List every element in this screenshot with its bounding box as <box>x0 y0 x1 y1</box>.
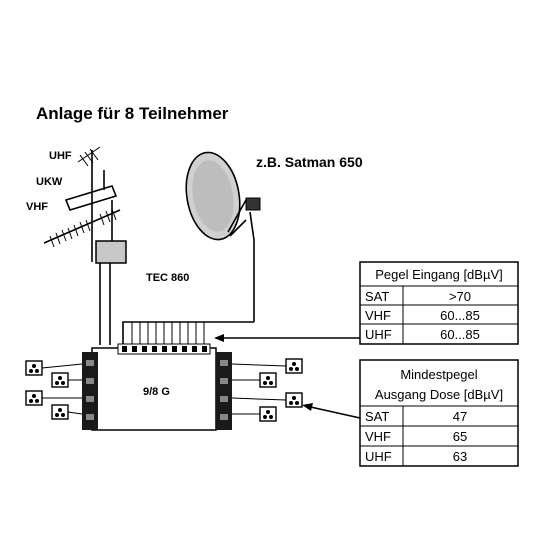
outlet-left-2 <box>51 372 82 388</box>
output-row-value: 47 <box>453 409 467 424</box>
input-level-table: Pegel Eingang [dBµV] SAT >70 VHF 60...85… <box>359 261 519 345</box>
amplifier-label: TEC 860 <box>146 272 189 284</box>
input-bus <box>122 321 360 345</box>
output-table-header-1: Mindestpegel <box>400 367 477 382</box>
outlet-left-4 <box>51 404 83 420</box>
input-row-value: 60...85 <box>440 327 480 342</box>
input-row-band: SAT <box>365 289 389 304</box>
vhf-label: VHF <box>26 201 48 213</box>
output-arrow <box>302 403 361 419</box>
outlet-left-1 <box>25 360 83 376</box>
output-table-header-2: Ausgang Dose [dBµV] <box>375 387 503 402</box>
input-row-value: 60...85 <box>440 308 480 323</box>
input-row-value: >70 <box>449 289 471 304</box>
ukw-antenna-icon <box>64 185 118 211</box>
output-row-value: 65 <box>453 429 467 444</box>
input-table-header: Pegel Eingang [dBµV] <box>375 267 502 282</box>
output-row-value: 63 <box>453 449 467 464</box>
outlet-right-4 <box>232 406 277 422</box>
antenna-mast <box>43 146 127 345</box>
uhf-label: UHF <box>49 150 72 162</box>
output-row-band: VHF <box>365 429 391 444</box>
mast-amplifier-box <box>95 240 127 264</box>
input-row-band: VHF <box>365 308 391 323</box>
output-row-band: SAT <box>365 409 389 424</box>
dish-label: z.B. Satman 650 <box>256 154 363 170</box>
outlet-left-3 <box>25 390 82 406</box>
output-row-band: UHF <box>365 449 392 464</box>
multiswitch-label: 9/8 G <box>143 386 170 398</box>
uhf-antenna-icon <box>77 146 101 167</box>
outlet-right-3 <box>231 392 303 408</box>
diagram-title: Anlage für 8 Teilnehmer <box>36 104 229 123</box>
outlet-right-1 <box>231 358 303 374</box>
vhf-antenna-icon <box>43 208 121 248</box>
output-level-table: Mindestpegel Ausgang Dose [dBµV] SAT 47 … <box>359 359 519 467</box>
multiswitch <box>82 343 232 431</box>
ukw-label: UKW <box>36 176 63 188</box>
satellite-dish-icon <box>185 151 261 322</box>
outlet-right-2 <box>232 372 277 388</box>
input-row-band: UHF <box>365 327 392 342</box>
